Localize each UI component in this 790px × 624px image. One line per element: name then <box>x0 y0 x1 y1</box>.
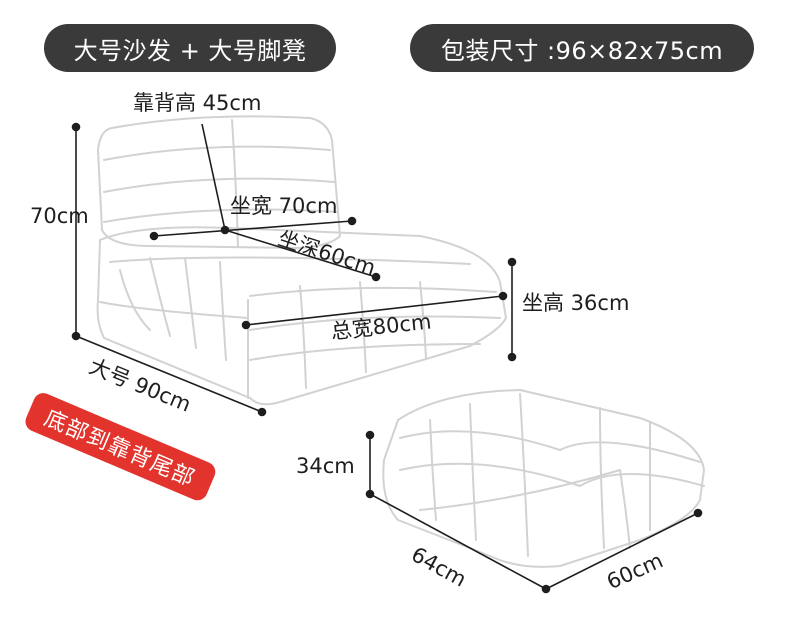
ottoman-height-label: 34cm <box>296 454 355 478</box>
backrest-height-label: 靠背高 45cm <box>133 91 262 115</box>
product-title-pill: 大号沙发 + 大号脚凳 <box>44 24 336 72</box>
package-size-pill: 包装尺寸 :96×82x75cm <box>410 24 754 72</box>
sofa-illustration <box>96 115 507 406</box>
seat-width-label: 坐宽 70cm <box>230 194 338 218</box>
ottoman-illustration <box>382 389 705 568</box>
product-title: 大号沙发 + 大号脚凳 <box>73 36 307 65</box>
dimension-lines <box>71 122 703 594</box>
package-size: 包装尺寸 :96×82x75cm <box>440 36 724 65</box>
sofa-height-label: 70cm <box>30 204 89 228</box>
seat-height-label: 坐高 36cm <box>522 291 630 315</box>
